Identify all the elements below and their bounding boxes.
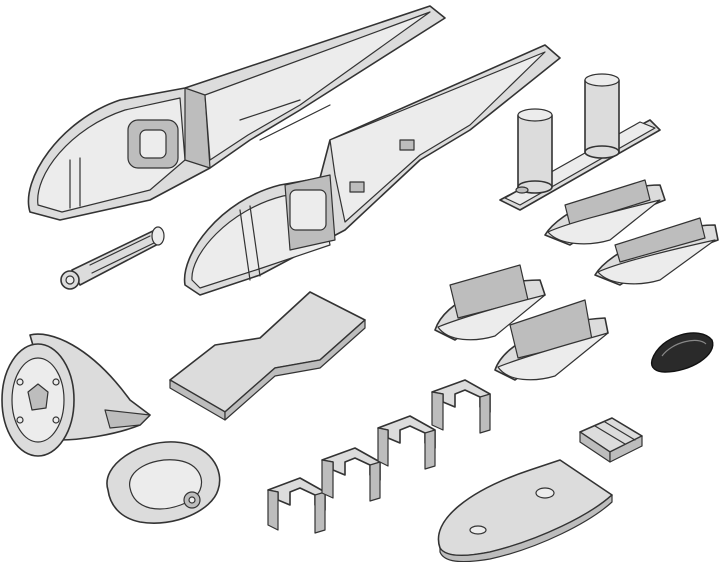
wing-fairing-2: [594, 217, 719, 286]
belly-plate: [437, 459, 613, 562]
clip-4: [431, 379, 491, 434]
wing-fairing-4: [494, 299, 609, 381]
rubber-plug: [650, 332, 714, 373]
twin-tube-mount: [499, 73, 661, 211]
nose-cone: [1, 333, 151, 457]
fuselage-half-left: [27, 5, 446, 221]
clip-1: [267, 477, 326, 534]
pushrod-connector: [60, 226, 165, 290]
wing-fairing-3: [434, 264, 546, 341]
hinge-block: [579, 417, 643, 463]
plate: [169, 291, 366, 421]
fuselage-half-right: [183, 44, 561, 296]
clip-3: [377, 415, 436, 470]
clip-2: [321, 447, 381, 502]
wing-fairing-1: [544, 179, 666, 246]
band-clamp: [106, 441, 221, 524]
